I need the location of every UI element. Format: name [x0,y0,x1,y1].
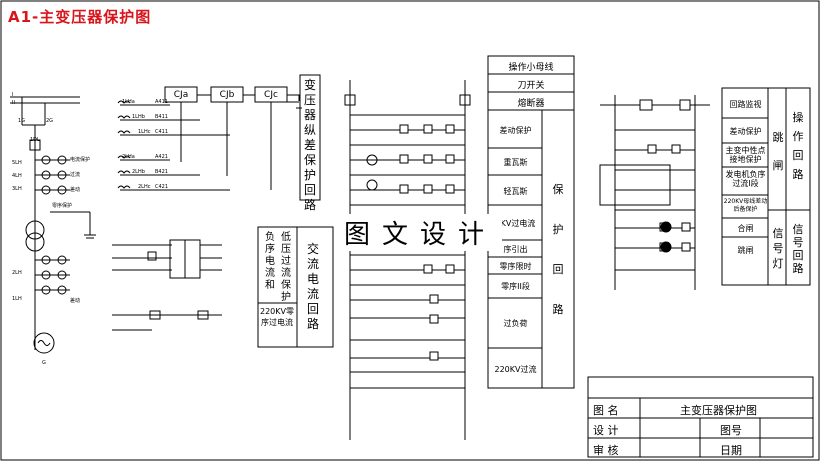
watermark: 图文设计 [338,214,503,251]
mid-row: 过负荷 [503,319,528,328]
ct-coils [117,100,131,189]
trip-label: 跳闸 [772,131,784,172]
ct-wire: B421 [155,169,168,175]
ct-label: 1LHb [132,114,145,120]
ac-item-neg-seq: 负序电流和 [265,232,275,291]
diff-protection-label: 变压器纵差保护回路 [303,78,316,212]
neg-seq-circuit [112,239,222,331]
mid-side-label: 保护回路 [552,183,564,316]
tb-design-label: 设 计 [593,424,619,437]
mid-row: 零序限时 [499,262,532,271]
mid-row: 序引出 [503,245,528,254]
device-label: 1LH [12,296,22,302]
ct-wire: A411 [155,99,168,105]
mid-header-bus: 操作小母线 [508,63,554,73]
left-meter-symbols [41,155,67,295]
meter-label: 零序保护 [52,203,73,209]
right-table-grid [721,87,811,286]
mid-row: 220KV过流 [494,365,537,374]
device-label: G [42,360,46,366]
ct-label: 2LHb [132,169,145,175]
mid-header-fuse: 熔断器 [517,99,545,109]
bus-label: II [12,100,15,106]
side-boxes [257,74,334,348]
right-row: 220KV母线差动后备保护 [723,198,768,213]
right-row: 回路监视 [729,100,762,109]
right-row: 合闸 [737,224,754,233]
ac-item-overcurrent: 低压过流保护 [281,232,291,303]
meter-label: 差动 [70,187,81,193]
ct-wiring-upper [120,86,302,191]
ct-wire: B411 [155,114,168,120]
control-circuit-mid [344,80,471,440]
tb-name-label: 图 名 [593,404,619,417]
ct-wire: C421 [155,184,169,190]
signal-loop-label: 信号回路 [792,223,804,275]
tb-review-label: 审 核 [593,444,619,457]
zero-seq-label: 220KV零序过电流 [260,307,294,327]
mid-header-switch: 刀开关 [517,81,545,91]
device-label: 2G [46,118,54,124]
mid-row: 轻瓦斯 [503,187,528,196]
ct-box-c: CJc [264,90,278,100]
device-label: 5LH [12,160,22,166]
title-block-grid [587,376,814,458]
ac-current-label: 交流电流回路 [306,242,319,331]
page-title: A1-主变压器保护图 [8,8,152,26]
mid-row: 零序II段 [501,282,530,291]
ct-label: 1LHc [138,129,151,135]
tb-date-label: 日期 [720,444,742,457]
tb-name-value: 主变压器保护图 [680,404,757,417]
right-row: 主变中性点接地保护 [725,146,766,164]
control-circuit-right [599,95,710,290]
ct-label: 2LHa [122,154,135,160]
meter-label: 过流 [70,172,81,178]
tb-drawing-no-label: 图号 [720,424,742,437]
device-label: 3LH [12,186,22,192]
ct-box-b: CJb [219,90,235,100]
ct-label: 2LHc [138,184,151,190]
device-label: 1DL [30,137,40,143]
mid-row: 差动保护 [499,126,532,135]
device-label: 1G [18,118,26,124]
device-label: 2LH [12,270,22,276]
left-single-line-diagram [10,96,96,354]
meter-label: 差动 [70,298,81,304]
ct-wire: A421 [155,154,168,160]
signal-lamp-label: 信号灯 [772,227,784,270]
right-row: 发电机负序过流I段 [725,170,766,188]
mid-row: 重瓦斯 [503,158,528,167]
mid-row: 6KV过电流 [495,219,536,228]
right-row: 跳闸 [737,246,754,255]
ct-label: 1LHa [122,99,135,105]
bus-label: I [12,92,14,98]
right-row: 差动保护 [729,127,762,136]
ct-wire: C411 [155,129,169,135]
meter-label: 电流保护 [70,157,91,163]
device-label: 4LH [12,173,22,179]
ct-box-a: CJa [173,90,189,100]
op-loop-label: 操作回路 [792,111,804,181]
